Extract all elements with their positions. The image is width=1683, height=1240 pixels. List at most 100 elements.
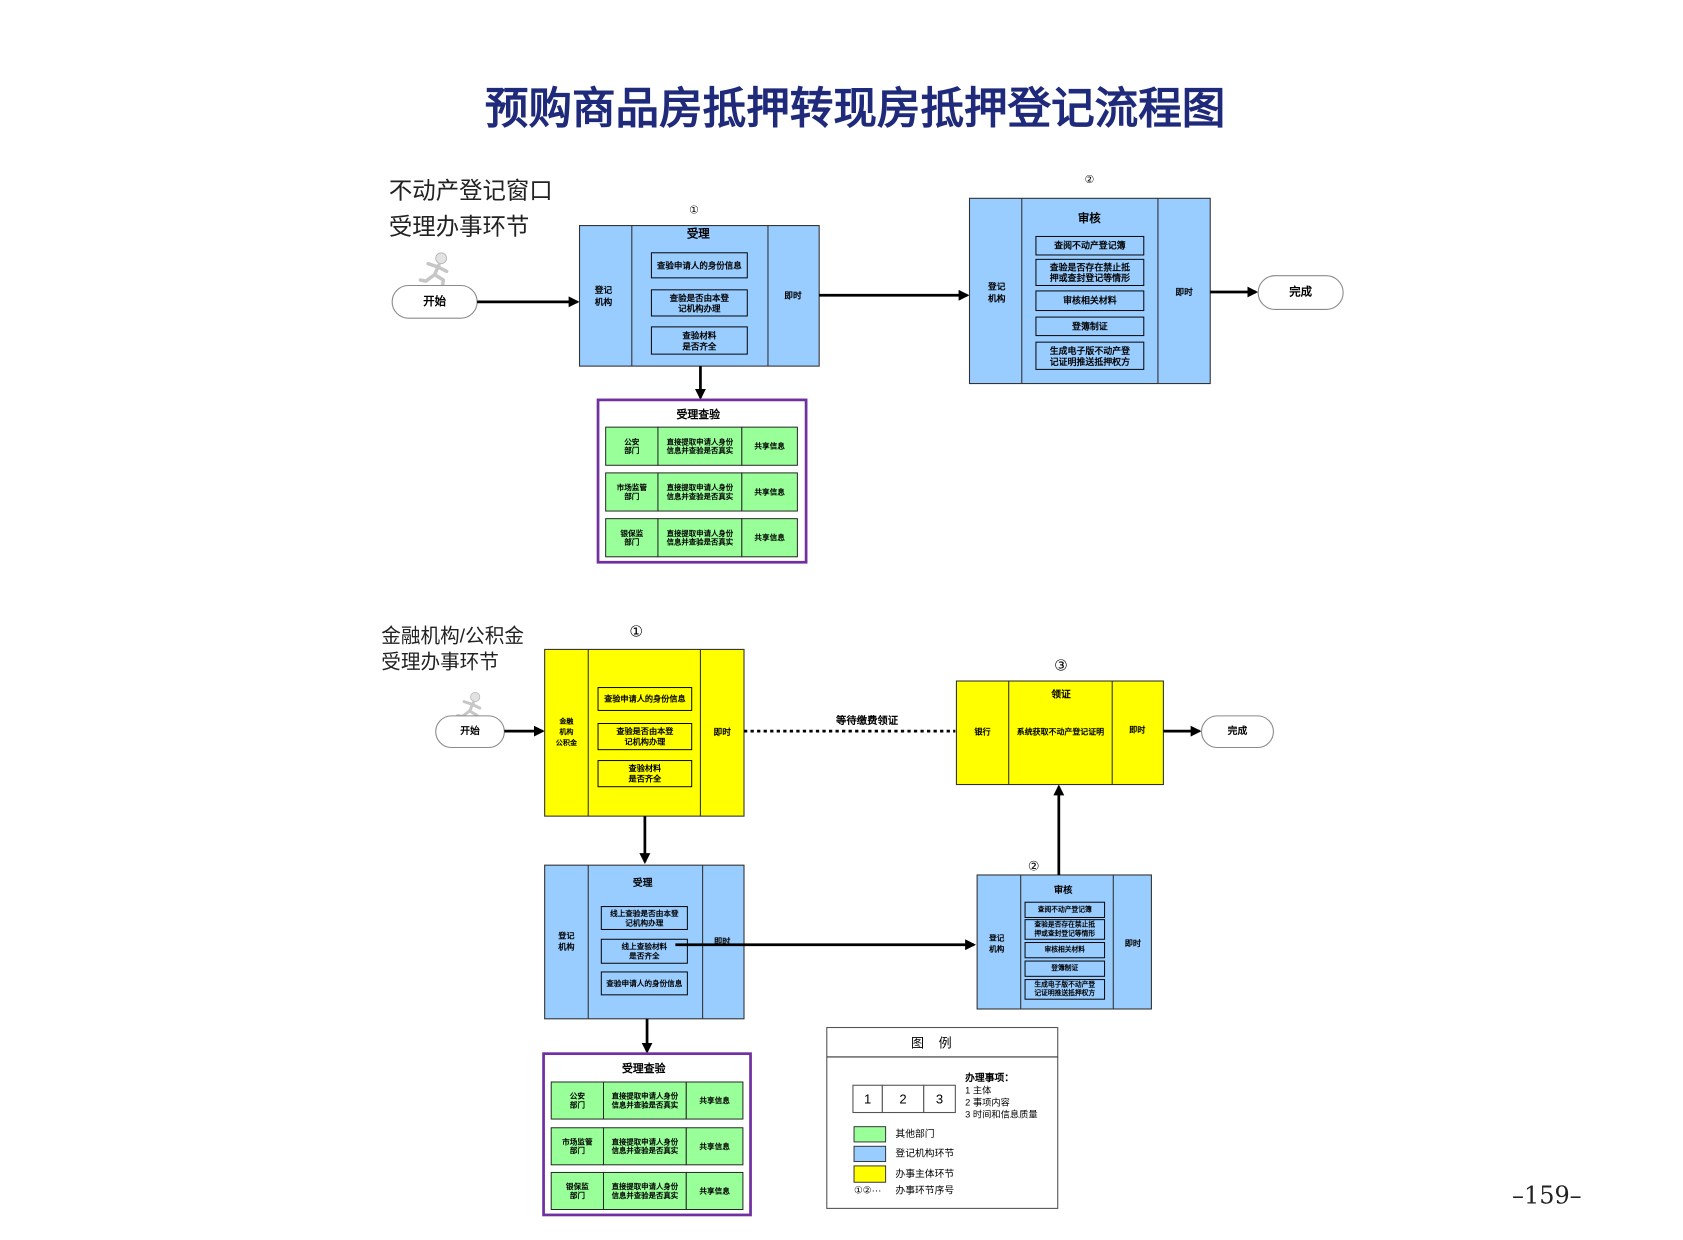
legend-number-cell	[881, 1084, 925, 1114]
task-item	[1035, 290, 1145, 312]
step-accept-box: ① 受理 登记 机构 即时 查验申请人的身份信息 查验是否由本登 记机构办理 查…	[578, 204, 820, 367]
check-content-text: 直接提取申请人身份	[667, 483, 734, 492]
check-content-text: 直接提取申请人身份	[667, 529, 734, 538]
check-method-text: 共享信息	[754, 441, 785, 451]
legend: 图 例 1 2 3 办理事项： 1 主体 2 事项内容 3 时间和信息质量 其他…	[826, 1026, 1059, 1209]
check-content-cell	[602, 1081, 687, 1120]
check-method-cell	[741, 518, 798, 558]
step-seq-number: ③	[1054, 657, 1068, 674]
task-item	[1024, 979, 1106, 1000]
task-text: 是否齐全	[681, 342, 716, 352]
task-text: 查验申请人的身份信息	[606, 978, 682, 988]
task-text: 记机构办理	[678, 303, 721, 313]
acceptance-check-box: 受理查验 公安 部门 直接提取申请人身份 信息并查验是否真实 共享信息 市场监管…	[596, 398, 808, 564]
time-label: 即时	[714, 726, 732, 737]
subject-label: 登记	[987, 281, 1006, 292]
check-method-cell	[685, 1081, 744, 1120]
step-seq-number: ②	[1084, 174, 1094, 186]
check-content-text: 信息并查验是否真实	[612, 1146, 679, 1155]
legend-swatch-label: 登记机构环节	[895, 1146, 954, 1159]
subject-label: 登记	[988, 933, 1005, 943]
wait-label: 等待缴费领证	[835, 714, 899, 727]
check-dept-text: 部门	[624, 491, 640, 501]
check-content-text: 信息并查验是否真实	[612, 1191, 679, 1200]
legend-swatch-green	[853, 1126, 887, 1143]
check-dept-text: 部门	[570, 1099, 586, 1109]
check-dept-cell	[605, 426, 659, 466]
step-box	[578, 225, 820, 367]
section-label-line-2: 受理办事环节	[389, 214, 529, 240]
task-text: 查验是否存在禁止抵	[1049, 262, 1130, 273]
task-item	[600, 971, 688, 996]
step-applicant-box: ① 金融 机构 公积金 即时 查验申请人的身份信息 查验是否由本登 记机构办理 …	[544, 623, 745, 817]
end-terminal	[1257, 275, 1344, 310]
task-text: 登簿制证	[1071, 320, 1108, 331]
step-box	[544, 648, 745, 817]
start-label: 开始	[460, 724, 480, 737]
step-header: 审核	[1054, 884, 1073, 895]
end-label: 完成	[1228, 724, 1248, 737]
legend-number-text: 1	[864, 1091, 871, 1106]
check-content-cell	[657, 518, 743, 558]
task-text: 登簿制证	[1050, 963, 1078, 972]
task-item	[650, 326, 748, 355]
acceptance-check-box: 受理查验 公安 部门 直接提取申请人身份 信息并查验是否真实 共享信息 市场监管…	[542, 1052, 752, 1217]
task-text: 查验材料	[681, 331, 716, 341]
check-dept-text: 部门	[570, 1145, 586, 1155]
task-item	[1035, 341, 1145, 370]
step-review-box: ② 审核 登记 机构 即时 查阅不动产登记簿 查验是否存在禁止抵 押或查封登记等…	[976, 859, 1152, 1010]
bottom-flow: 金融机构/公积金 受理办事环节 开始 ① 金融 机构 公积金 即时 查验申请人的…	[381, 623, 1274, 1217]
step-box	[955, 680, 1164, 786]
check-dept-cell	[605, 518, 659, 558]
task-text: 记机构办理	[624, 737, 666, 747]
task-text: 是否齐全	[629, 951, 660, 961]
task-text: 记证明推送抵押权方	[1050, 356, 1130, 367]
section-label-line-2: 受理办事环节	[381, 651, 499, 673]
subject-label: 金融	[558, 716, 573, 725]
check-dept-text: 公安	[624, 436, 640, 446]
subject-label: 银行	[973, 727, 990, 737]
legend-swatch-blue	[853, 1145, 887, 1163]
step-review-box: ② 审核 登记 机构 即时 查阅不动产登记簿 查验是否存在禁止抵 押或查封登记等…	[968, 174, 1211, 385]
check-method-text: 共享信息	[754, 532, 785, 542]
task-item	[650, 252, 748, 279]
step-seq-number: ②	[1028, 859, 1040, 874]
step-seq-number: ①	[689, 204, 699, 216]
task-text: 查验是否由本登	[669, 293, 730, 303]
subject-label: 机构	[595, 296, 613, 307]
step-box	[544, 864, 745, 1020]
check-dept-text: 部门	[624, 537, 640, 547]
runner-icon	[418, 252, 449, 290]
check-method-cell	[741, 472, 798, 512]
task-text: 查验申请人的身份信息	[603, 693, 686, 703]
check-method-text: 共享信息	[699, 1141, 730, 1151]
legend-swatch-yellow	[853, 1165, 887, 1183]
task-item	[597, 723, 693, 751]
end-terminal	[1200, 715, 1274, 749]
step-header: 领证	[1051, 688, 1071, 701]
time-label: 即时	[1129, 725, 1146, 735]
legend-number-cell	[852, 1084, 883, 1114]
task-text: 审核相关材料	[1063, 295, 1117, 306]
legend-swatch-label: 办事主体环节	[895, 1167, 954, 1180]
step-certificate-box: ③ 领证 银行 系统获取不动产登记证明 即时	[955, 657, 1164, 786]
check-dept-text: 银保监	[565, 1181, 589, 1191]
task-item	[1024, 901, 1106, 918]
subject-label: 登记	[594, 284, 613, 295]
time-label: 即时	[784, 289, 802, 300]
task-item	[600, 906, 688, 930]
legend-seq-symbol: ①②···	[854, 1185, 881, 1196]
check-method-text: 共享信息	[699, 1185, 730, 1195]
check-title: 受理查验	[677, 407, 721, 421]
check-method-text: 共享信息	[754, 486, 785, 496]
check-content-text: 直接提取申请人身份	[667, 437, 734, 446]
task-text: 线上查验材料	[622, 941, 668, 951]
start-label: 开始	[423, 294, 446, 308]
step-accept-box: 受理 登记 机构 即时 线上查验是否由本登 记机构办理 线上查验材料 是否齐全 …	[544, 864, 745, 1020]
legend-item: 2 事项内容	[965, 1097, 1010, 1108]
task-item	[1024, 960, 1106, 977]
check-content-text: 信息并查验是否真实	[612, 1100, 679, 1109]
check-dept-text: 公安	[570, 1091, 586, 1101]
legend-number-text: 3	[936, 1091, 943, 1106]
legend-seq-label: 办事环节序号	[895, 1183, 954, 1196]
